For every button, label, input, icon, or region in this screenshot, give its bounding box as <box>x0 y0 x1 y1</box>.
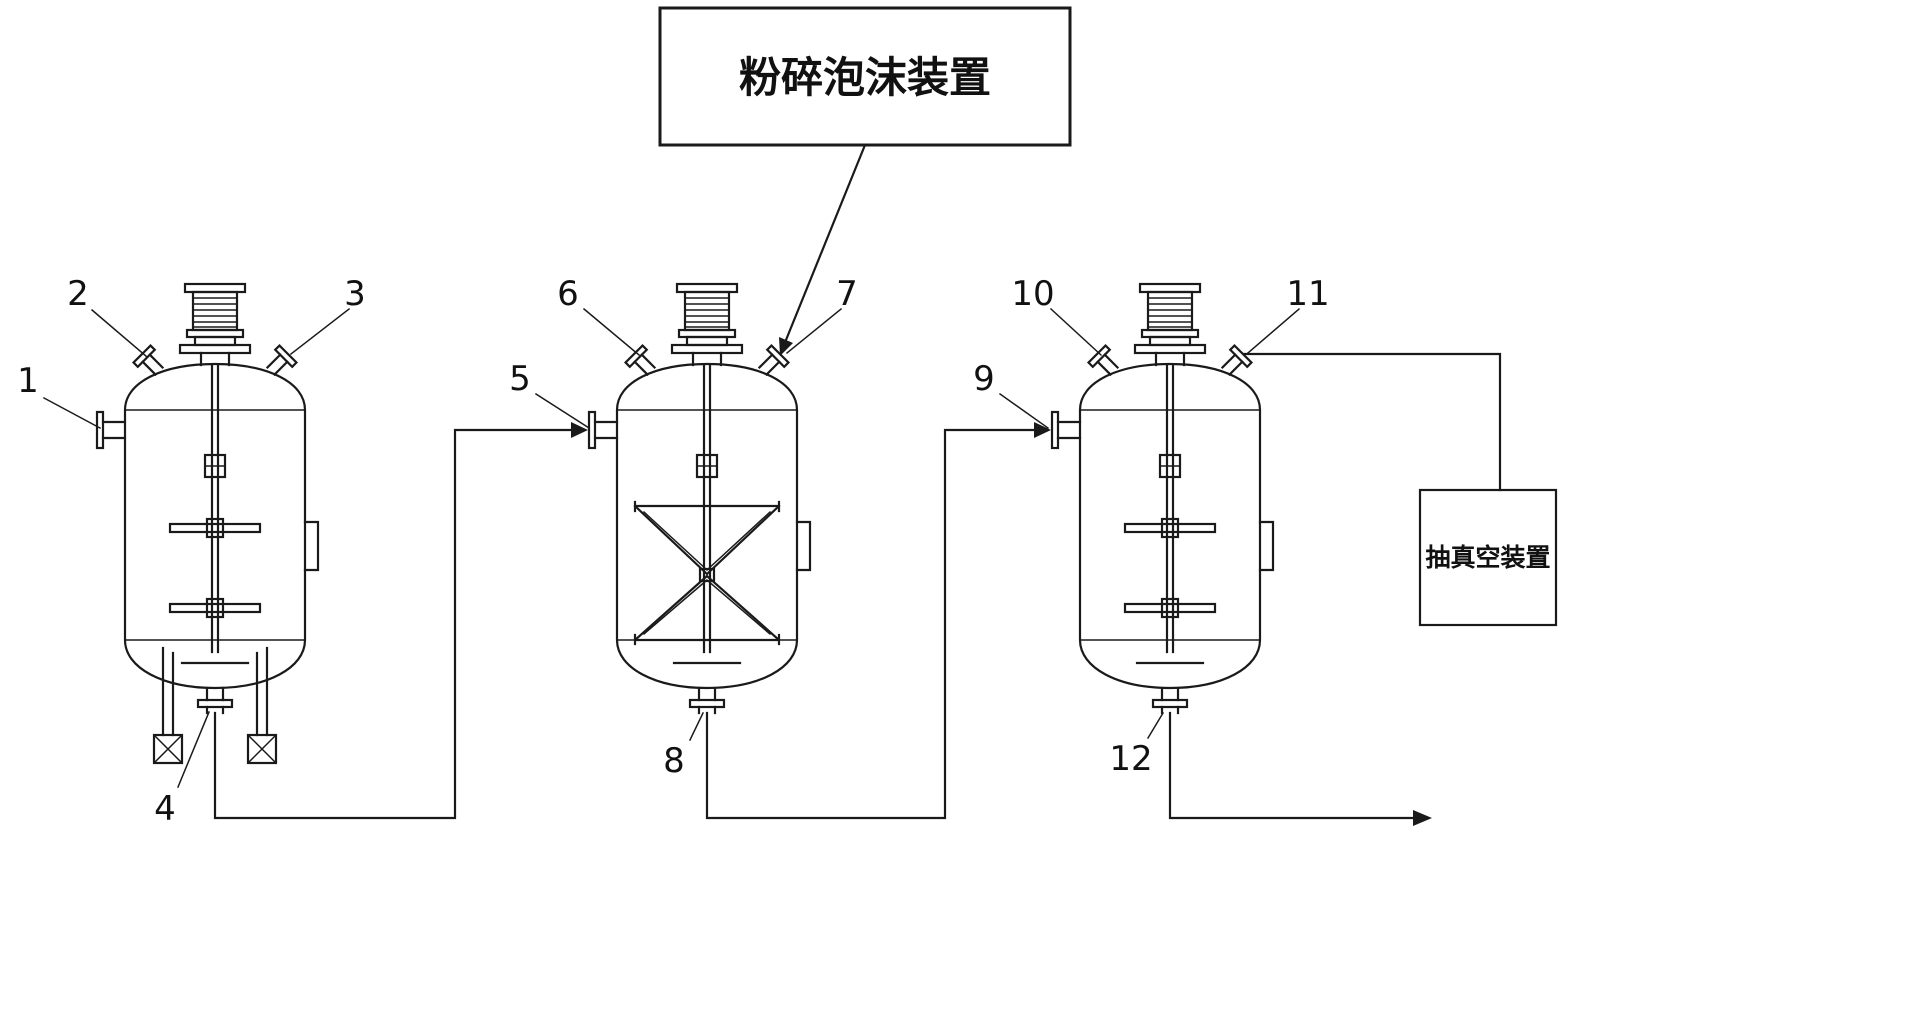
side-inlet-nozzle <box>95 410 127 450</box>
pipe-vessel3-outlet <box>1168 711 1415 820</box>
side-inlet-nozzle <box>1050 410 1082 450</box>
leader-1 <box>42 396 102 430</box>
double-cone-agitator <box>633 364 781 665</box>
leader-11 <box>1246 307 1301 355</box>
bottom-outlet-nozzle <box>1151 686 1189 715</box>
part-label-6: 6 <box>557 274 579 314</box>
bottom-outlet-nozzle <box>196 686 234 715</box>
part-label-7: 7 <box>836 274 858 314</box>
part-label-11: 11 <box>1286 274 1329 314</box>
part-label-3: 3 <box>344 274 366 314</box>
agitator-shaft-paddles <box>1123 364 1217 665</box>
vessel-1 <box>95 282 320 765</box>
leader-8 <box>688 711 705 742</box>
vacuum-device-label: 抽真空装置 <box>1425 543 1550 572</box>
pipe-vessel2-to-vessel3 <box>705 428 1036 820</box>
leader-4 <box>177 711 210 788</box>
leader-9 <box>998 392 1050 430</box>
top-right-nozzle <box>1220 343 1254 377</box>
side-inlet-nozzle <box>587 410 619 450</box>
leader-3 <box>289 307 351 356</box>
part-label-4: 4 <box>154 789 176 829</box>
part-label-5: 5 <box>509 359 531 399</box>
bottom-outlet-nozzle <box>688 686 726 715</box>
top-left-nozzle <box>1086 343 1120 377</box>
process-piping <box>213 143 1502 826</box>
leader-6 <box>582 307 641 357</box>
foam-crusher-label: 粉碎泡沫装置 <box>739 53 991 102</box>
leader-12 <box>1146 711 1165 740</box>
flow-arrow-into-vessel2 <box>571 422 588 438</box>
flow-arrow-outlet <box>1413 810 1432 826</box>
top-left-nozzle <box>623 343 657 377</box>
part-label-9: 9 <box>973 359 995 399</box>
vacuum-device-box <box>1418 488 1558 627</box>
leader-10 <box>1049 307 1103 357</box>
part-label-1: 1 <box>17 361 39 401</box>
leader-lines <box>42 307 1301 788</box>
leader-7 <box>785 307 843 355</box>
part-label-8: 8 <box>663 741 685 781</box>
vessel-2 <box>587 282 812 715</box>
shell-seam-lines <box>1079 409 1261 641</box>
leader-5 <box>534 392 591 430</box>
leader-2 <box>90 308 149 359</box>
diagram-linework <box>42 6 1558 826</box>
side-support-lug <box>303 520 320 572</box>
arrow-foamcrusher-to-vessel2 <box>779 337 793 356</box>
flow-arrow-into-vessel3 <box>1034 422 1051 438</box>
top-right-nozzle <box>265 343 299 377</box>
line-foamcrusher-to-vessel2 <box>784 143 867 342</box>
agitator-drive-motor <box>178 282 252 367</box>
side-support-lug <box>1258 520 1275 572</box>
shell-seam-lines <box>616 409 798 641</box>
pipe-vessel3-to-vacuum <box>1242 352 1502 492</box>
side-support-lug <box>795 520 812 572</box>
labels: 粉碎泡沫装置 抽真空装置 1 2 3 4 5 6 7 8 9 10 11 12 <box>17 53 1550 829</box>
agitator-shaft-paddles <box>168 364 262 665</box>
vessel-3 <box>1050 282 1275 715</box>
agitator-drive-motor <box>670 282 744 367</box>
support-legs <box>152 646 278 765</box>
agitator-drive-motor <box>1133 282 1207 367</box>
pipe-vessel1-to-vessel2 <box>213 428 573 820</box>
part-label-10: 10 <box>1011 274 1054 314</box>
top-left-nozzle <box>131 343 165 377</box>
shell-seam-lines <box>124 409 306 641</box>
part-label-2: 2 <box>67 274 89 314</box>
part-label-12: 12 <box>1109 739 1152 779</box>
